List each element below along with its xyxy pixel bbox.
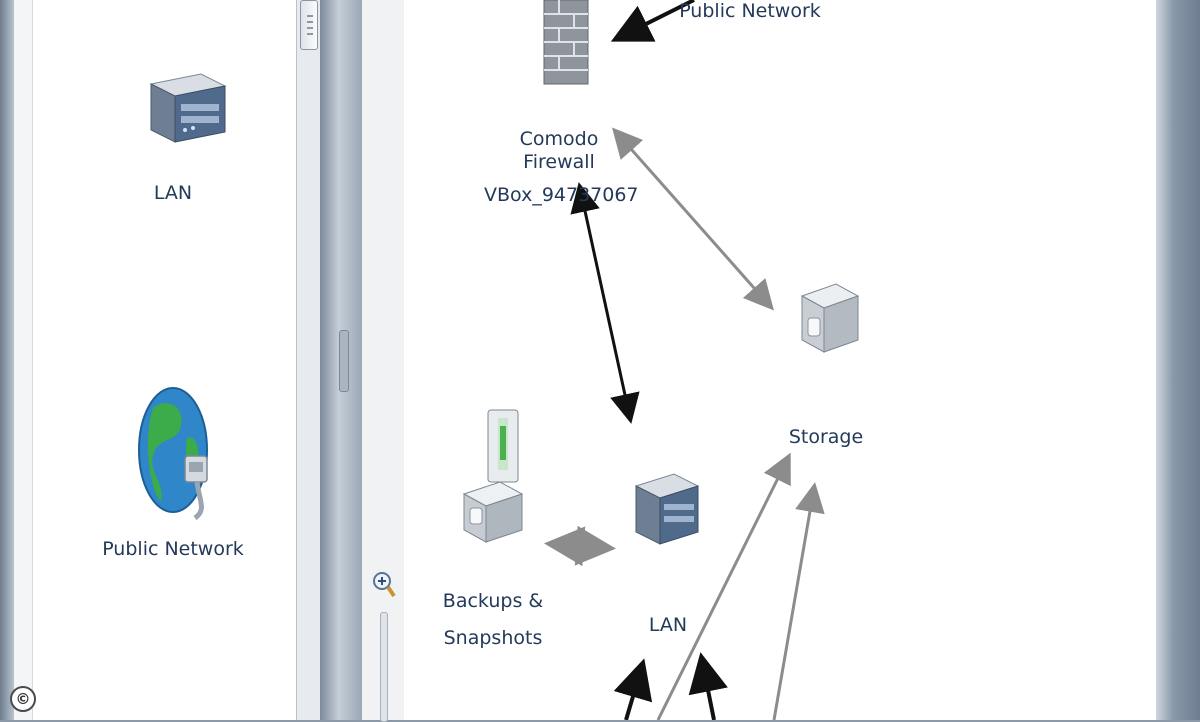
connector-backups-lan[interactable] [544,525,616,567]
connector-firewall-lan[interactable] [570,182,640,424]
node-label-lan: LAN [648,614,688,636]
grip-line [307,21,313,23]
node-label-backups: Backups & Snapshots [438,590,548,650]
splitter-handle[interactable] [339,330,349,392]
connector-lan-down-a[interactable] [613,658,653,720]
node-label-firewall: Comodo Firewall VBox_94737067 [484,128,639,206]
zoom-in-button[interactable] [372,570,396,600]
palette-list: LAN Public Network [32,0,297,720]
grip-line [307,33,313,35]
backups-label-line2: Snapshots [443,626,543,649]
palette-item-label: LAN [153,182,193,204]
storage-device-icon[interactable] [800,283,860,353]
window-frame-right [1156,0,1200,720]
connector-firewall-public[interactable] [610,0,695,42]
palette-item-lan[interactable]: LAN [73,62,273,204]
copyright-badge: © [10,686,36,712]
diagram-drawing [462,0,860,720]
scrollbar-thumb[interactable] [300,0,318,50]
network-switch-icon [149,73,227,143]
connector-lan-storage-a[interactable] [656,452,791,720]
lan-switch-icon[interactable] [634,473,700,545]
grip-line [307,15,313,17]
connector-firewall-storage[interactable] [612,127,774,311]
backups-label-line1: Backups & [442,590,544,612]
connector-lan-storage-b[interactable] [772,482,825,720]
window-frame-left [0,0,14,720]
grip-line [307,27,313,29]
diagram-canvas[interactable] [404,0,1156,720]
canvas-ruler-margin [362,0,405,720]
node-label-public-network: Public Network [679,0,821,22]
zoom-slider[interactable] [380,612,388,722]
zoom-magnifier-icon [373,572,396,598]
globe-network-icon [138,387,208,521]
palette-scrollbar[interactable] [296,0,322,720]
connector-lan-down-b[interactable] [688,652,728,720]
palette-item-public-network[interactable]: Public Network [73,378,273,560]
firewall-label-line1: Comodo Firewall [519,128,599,173]
palette-item-label: Public Network [102,538,244,560]
firewall-label-line2: VBox_94737067 [484,183,639,206]
node-label-storage: Storage [788,426,864,448]
firewall-icon[interactable] [543,0,589,85]
backup-server-icon[interactable] [462,409,524,543]
shape-palette: LAN Public Network [14,0,297,720]
